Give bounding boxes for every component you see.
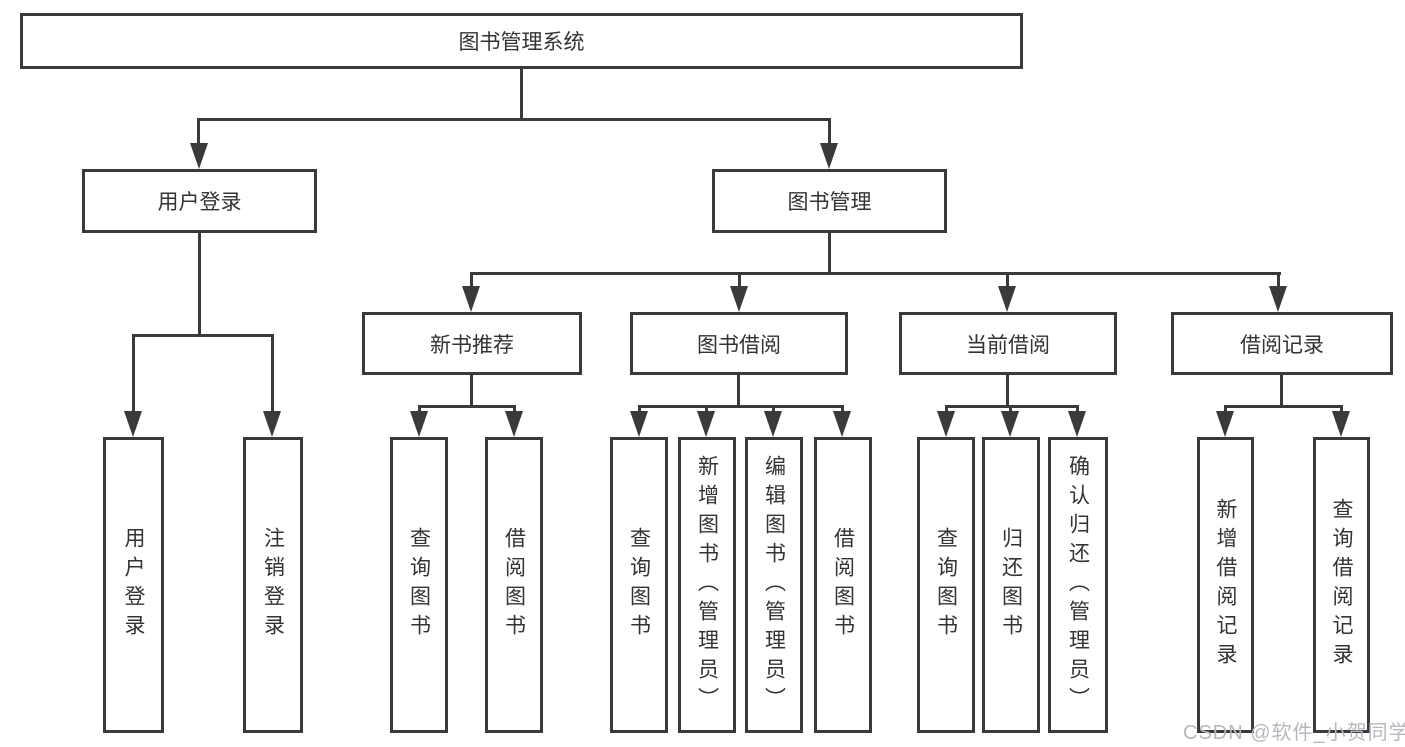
arrowhead-rec-query-books <box>410 411 428 437</box>
connector-to-user-login <box>197 118 200 146</box>
arrowhead-borrow-borrow-books <box>833 411 851 437</box>
connector-to-borrow-records <box>1277 272 1280 288</box>
arrowhead-borrow-records <box>1269 286 1287 312</box>
arrowhead-records-query-record <box>1332 411 1350 437</box>
connector-records-leaf1 <box>1224 405 1227 415</box>
arrowhead-records-add-record <box>1216 411 1234 437</box>
leaf-label: 借阅图书 <box>502 527 526 643</box>
connector-current-leaf1 <box>945 405 948 415</box>
connector-to-current-borrowing <box>1006 272 1009 288</box>
arrowhead-current-borrowing <box>998 286 1016 312</box>
arrowhead-borrow-edit-books <box>764 411 782 437</box>
leaf-label: 查询图书 <box>627 527 651 643</box>
connector-to-leaf-user-login <box>132 334 135 414</box>
leaf-borrow-query-books: 查询图书 <box>610 437 668 733</box>
node-library-management-system: 图书管理系统 <box>20 13 1023 69</box>
leaf-current-query-books: 查询图书 <box>917 437 975 733</box>
arrowhead-borrow-query-books <box>630 411 648 437</box>
arrowhead-borrow-add-books <box>697 411 715 437</box>
connector-mgmt-branch <box>471 272 1281 275</box>
leaf-label: 新增图书（管理员） <box>695 454 719 716</box>
arrowhead-current-return-books <box>1001 411 1019 437</box>
connector-root-stub <box>520 69 523 120</box>
connector-root-branch <box>197 118 831 121</box>
leaf-logout: 注销登录 <box>243 437 303 733</box>
connector-current-leaf2 <box>1009 405 1012 415</box>
node-new-book-recommendation: 新书推荐 <box>362 312 582 375</box>
connector-records-branch <box>1224 405 1342 408</box>
leaf-records-query-borrow-record: 查询借阅记录 <box>1313 437 1370 733</box>
connector-to-book-management <box>828 118 831 146</box>
leaf-current-return-books: 归还图书 <box>982 437 1040 733</box>
connector-borrow-leaf2 <box>705 405 708 415</box>
leaf-borrow-borrow-books: 借阅图书 <box>814 437 872 733</box>
connector-to-new-book <box>470 272 473 288</box>
arrowhead-current-confirm-return <box>1068 411 1086 437</box>
leaf-label: 查询借阅记录 <box>1330 498 1354 672</box>
leaf-borrow-add-books-admin: 新增图书（管理员） <box>678 437 736 733</box>
leaf-label: 注销登录 <box>261 527 285 643</box>
connector-to-book-borrowing <box>738 272 741 288</box>
leaf-label: 用户登录 <box>122 527 146 643</box>
connector-login-branch <box>132 334 274 337</box>
connector-current-stub <box>1006 375 1009 408</box>
leaf-label: 查询图书 <box>407 527 431 643</box>
arrowhead-current-query-books <box>937 411 955 437</box>
node-label: 图书管理 <box>787 191 872 214</box>
leaf-records-add-borrow-record: 新增借阅记录 <box>1197 437 1254 733</box>
arrowhead-user-login <box>190 143 208 169</box>
arrowhead-new-book <box>462 286 480 312</box>
csdn-watermark: CSDN @软件_小贺同学 <box>1183 722 1405 744</box>
node-label: 图书管理系统 <box>458 31 585 54</box>
connector-records-stub <box>1280 375 1283 408</box>
leaf-label: 归还图书 <box>999 527 1023 643</box>
connector-borrow-leaf4 <box>841 405 844 415</box>
leaf-borrow-edit-books-admin: 编辑图书（管理员） <box>745 437 803 733</box>
arrowhead-book-management <box>820 143 838 169</box>
leaf-label: 编辑图书（管理员） <box>762 454 786 716</box>
node-current-borrowing: 当前借阅 <box>899 312 1117 375</box>
node-user-login: 用户登录 <box>82 169 317 233</box>
connector-borrow-leaf1 <box>638 405 641 415</box>
node-label: 当前借阅 <box>966 333 1050 357</box>
node-label: 图书借阅 <box>697 333 781 357</box>
connector-current-leaf3 <box>1076 405 1079 415</box>
node-label: 新书推荐 <box>430 333 514 357</box>
connector-mgmt-stub <box>828 233 831 274</box>
connector-borrow-branch <box>638 405 844 408</box>
connector-to-leaf-logout <box>271 334 274 414</box>
connector-rec-leaf1 <box>418 405 421 415</box>
leaf-rec-borrow-books: 借阅图书 <box>485 437 543 733</box>
node-borrowing-records: 借阅记录 <box>1171 312 1393 375</box>
leaf-label: 确认归还（管理员） <box>1066 454 1090 716</box>
arrowhead-leaf-logout <box>263 411 281 437</box>
connector-records-leaf2 <box>1340 405 1343 415</box>
node-label: 用户登录 <box>157 191 242 214</box>
leaf-user-login: 用户登录 <box>103 437 164 733</box>
node-book-management: 图书管理 <box>712 169 947 233</box>
leaf-label: 查询图书 <box>934 527 958 643</box>
arrowhead-book-borrowing <box>730 286 748 312</box>
leaf-label: 借阅图书 <box>831 527 855 643</box>
connector-login-stub <box>198 233 201 336</box>
node-book-borrowing: 图书借阅 <box>630 312 848 375</box>
connector-current-branch <box>945 405 1079 408</box>
leaf-current-confirm-return-admin: 确认归还（管理员） <box>1048 437 1108 733</box>
arrowhead-rec-borrow-books <box>505 411 523 437</box>
leaf-rec-query-books: 查询图书 <box>390 437 448 733</box>
connector-rec-stub <box>470 375 473 408</box>
connector-rec-leaf2 <box>513 405 516 415</box>
node-label: 借阅记录 <box>1240 333 1324 357</box>
connector-borrow-leaf3 <box>772 405 775 415</box>
arrowhead-leaf-user-login <box>124 411 142 437</box>
connector-rec-branch <box>418 405 516 408</box>
connector-borrow-stub <box>737 375 740 408</box>
leaf-label: 新增借阅记录 <box>1214 498 1238 672</box>
